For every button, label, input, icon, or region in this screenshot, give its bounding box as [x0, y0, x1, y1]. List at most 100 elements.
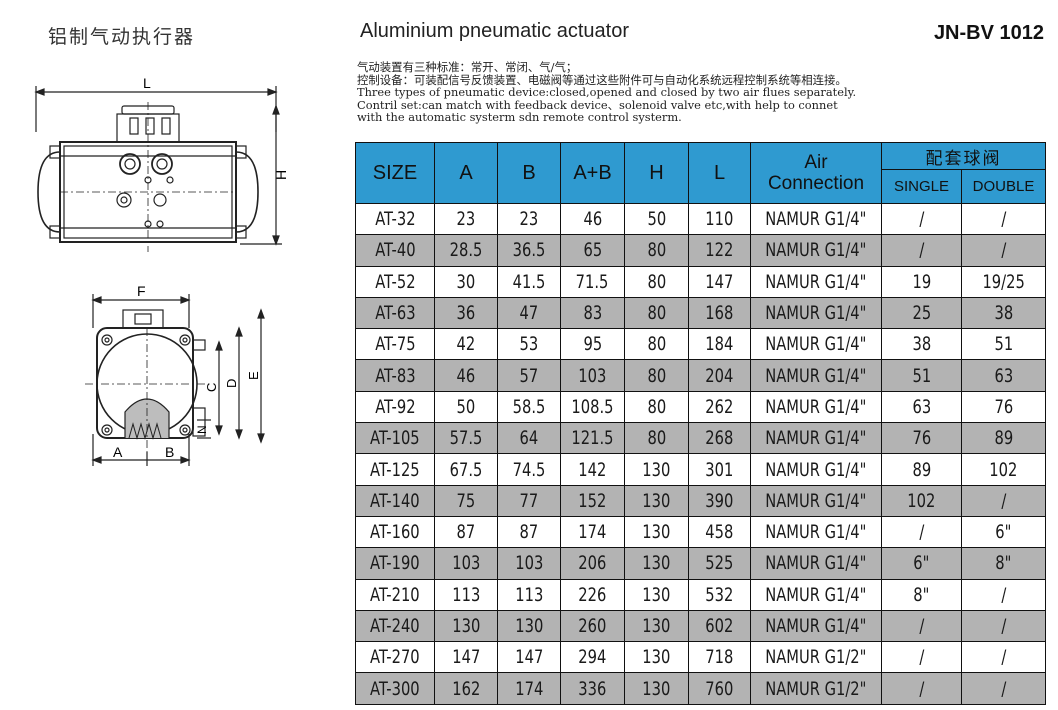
header-l: L — [688, 142, 751, 204]
dimension-label-h: H — [273, 170, 289, 180]
cell-air-connection-text: NAMUR G1/4" — [765, 552, 867, 575]
cell-air-connection: NAMUR G1/4" — [750, 609, 882, 643]
cell-air-connection: NAMUR G1/4" — [750, 547, 882, 580]
dimension-label-f: F — [137, 284, 146, 299]
cell-h: 130 — [624, 578, 689, 611]
cell-double: / — [961, 609, 1046, 643]
cell-a-plus-b: 260 — [560, 609, 625, 643]
cell-double-text: / — [1001, 615, 1006, 637]
cell-air-connection: NAMUR G1/4" — [750, 202, 882, 236]
cell-l: 262 — [688, 390, 751, 424]
cell-double: 63 — [961, 359, 1046, 392]
cell-l: 602 — [688, 609, 751, 643]
cell-l: 184 — [688, 328, 751, 361]
cell-l: 525 — [688, 547, 751, 580]
cell-h-text: 80 — [647, 333, 666, 356]
cell-single-text: 25 — [912, 302, 931, 325]
cell-l-text: 718 — [705, 646, 734, 669]
cell-a-plus-b-text: 294 — [578, 646, 607, 669]
cell-double: / — [961, 641, 1046, 674]
cell-air-connection: NAMUR G1/4" — [750, 296, 882, 330]
cell-a: 42 — [434, 328, 498, 361]
cell-size-text: AT-52 — [374, 270, 416, 293]
header-double: DOUBLE — [961, 169, 1046, 204]
description-line: Contril set:can match with feedback devi… — [357, 97, 838, 112]
cell-single: 6" — [881, 547, 962, 580]
description-line: 控制设备：可装配信号反馈装置、电磁阀等通过这些附件可与自动化系统远程控制系统等相… — [357, 72, 847, 87]
cell-a-plus-b: 142 — [560, 453, 625, 486]
cell-h: 130 — [624, 515, 689, 549]
cell-double-text: 63 — [994, 364, 1013, 387]
cell-l: 122 — [688, 234, 751, 267]
cell-a: 50 — [434, 390, 498, 424]
cell-double: / — [961, 672, 1046, 705]
cell-b-text: 58.5 — [512, 395, 546, 418]
cell-size: AT-300 — [355, 672, 435, 705]
cell-double: 102 — [961, 453, 1046, 486]
cell-a-plus-b: 65 — [560, 234, 625, 267]
header-a-plus-b: A+B — [560, 142, 625, 204]
cell-a: 36 — [434, 296, 498, 330]
cell-air-connection-text: NAMUR G1/4" — [765, 270, 867, 293]
cell-double: 89 — [961, 422, 1046, 455]
cell-h-text: 130 — [642, 646, 671, 669]
cell-b: 57 — [497, 359, 561, 392]
cell-a-plus-b: 121.5 — [560, 422, 625, 455]
cell-a-plus-b-text: 226 — [578, 583, 607, 606]
cell-size: AT-40 — [355, 234, 435, 267]
cell-air-connection: NAMUR G1/4" — [750, 234, 882, 267]
cell-a-plus-b: 206 — [560, 547, 625, 580]
cell-double-text: / — [1001, 208, 1006, 231]
cell-size-text: AT-300 — [370, 677, 420, 700]
cell-h-text: 130 — [642, 458, 671, 481]
cell-size: AT-240 — [355, 609, 435, 643]
dimension-label-n: N — [195, 425, 209, 434]
cell-l: 532 — [688, 578, 751, 611]
cell-a-plus-b-text: 206 — [578, 552, 607, 575]
cell-l-text: 268 — [705, 427, 734, 450]
cell-single-text: / — [919, 239, 924, 262]
cell-single-text: 102 — [907, 489, 936, 512]
dimension-label-e: E — [246, 371, 261, 380]
cell-double-text: 76 — [994, 395, 1013, 418]
cell-h-text: 80 — [647, 364, 666, 387]
cell-l-text: 532 — [705, 583, 734, 606]
cell-single: / — [881, 515, 962, 549]
header-air-line2: Connection — [767, 173, 865, 194]
cell-h: 80 — [624, 422, 689, 455]
cell-single-text: 8" — [913, 583, 930, 606]
dimension-label-d: D — [224, 379, 239, 388]
cell-a-plus-b: 336 — [560, 672, 625, 705]
cell-b-text: 130 — [514, 615, 544, 637]
description: 气动装置有三种标准：常开、常闭、气/气； 控制设备：可装配信号反馈装置、电磁阀等… — [357, 61, 1047, 124]
cell-size: AT-210 — [355, 578, 435, 611]
cell-size: AT-52 — [355, 265, 435, 298]
cell-a: 75 — [434, 484, 498, 517]
cell-double-text: 19/25 — [982, 270, 1025, 293]
cell-b: 74.5 — [497, 453, 561, 486]
cell-a-plus-b-text: 71.5 — [576, 270, 609, 293]
cell-single: 38 — [881, 328, 962, 361]
specification-table: SIZE A B A+B H L Air Connection 配套球阀 SIN… — [355, 142, 1046, 705]
cell-size: AT-75 — [355, 328, 435, 361]
cell-l-text: 262 — [705, 395, 734, 418]
cell-l: 168 — [688, 296, 751, 330]
cell-b-text: 147 — [514, 646, 544, 669]
cell-a: 147 — [434, 641, 498, 674]
cell-l-text: 168 — [705, 302, 734, 325]
cell-double-text: / — [1001, 583, 1006, 606]
cell-a-text: 75 — [456, 489, 476, 512]
cell-a-text: 50 — [456, 395, 476, 418]
cell-a: 103 — [434, 547, 498, 580]
cell-single: / — [881, 641, 962, 674]
cell-air-connection: NAMUR G1/4" — [750, 515, 882, 549]
actuator-front-view-drawing: L H — [34, 75, 289, 252]
cell-a-plus-b-text: 336 — [578, 677, 607, 700]
cell-size-text: AT-190 — [370, 552, 420, 575]
cell-l: 268 — [688, 422, 751, 455]
